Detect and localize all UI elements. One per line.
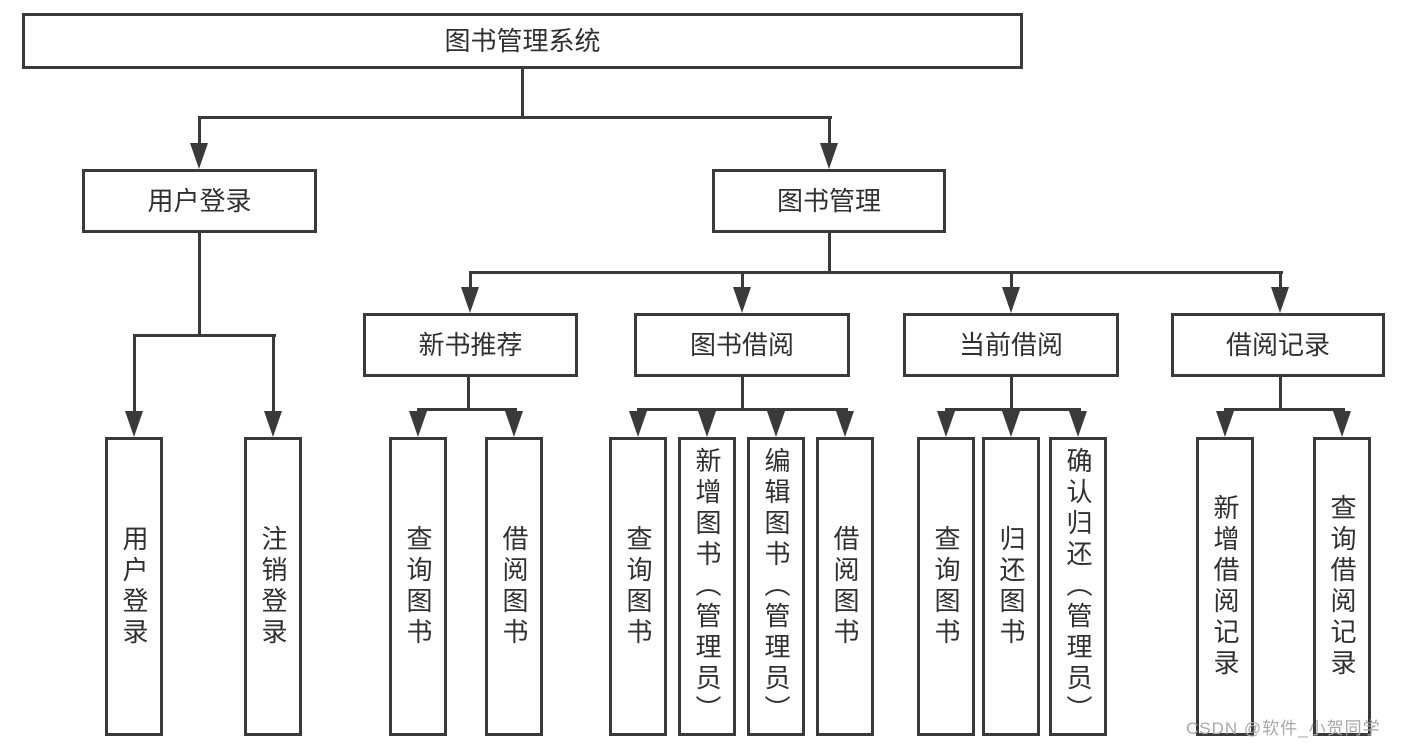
connector-line xyxy=(198,116,832,119)
leaf-label: 新增借阅记录 xyxy=(1210,493,1240,680)
leaf-confirm-return-admin: 确认归还（管理员） xyxy=(1049,437,1107,736)
leaf-label: 借阅图书 xyxy=(499,524,529,649)
leaf-add-borrow-record: 新增借阅记录 xyxy=(1196,437,1254,736)
arrow-down-icon xyxy=(767,411,785,437)
leaf-add-book-admin: 新增图书（管理员） xyxy=(678,437,736,736)
connector-line xyxy=(828,116,831,144)
arrow-down-icon xyxy=(836,411,854,437)
connector-line xyxy=(467,377,470,410)
leaf-label: 确认归还（管理员） xyxy=(1063,447,1093,726)
arrow-down-icon xyxy=(698,411,716,437)
leaf-logout: 注销登录 xyxy=(244,437,302,736)
leaf-query-borrow-record: 查询借阅记录 xyxy=(1313,437,1371,736)
leaf-label: 查询借阅记录 xyxy=(1327,493,1357,680)
arrow-down-icon xyxy=(1333,411,1351,437)
connector-line xyxy=(521,68,524,117)
leaf-label: 借阅图书 xyxy=(830,524,860,649)
leaf-return-book: 归还图书 xyxy=(982,437,1040,736)
node-label: 当前借阅 xyxy=(958,330,1063,360)
leaf-borrow-books-recommend: 借阅图书 xyxy=(485,437,543,736)
node-user-login: 用户登录 xyxy=(82,169,317,233)
node-book-borrow: 图书借阅 xyxy=(634,313,850,377)
leaf-query-books-recommend: 查询图书 xyxy=(389,437,447,736)
node-borrow-records: 借阅记录 xyxy=(1171,313,1385,377)
arrow-down-icon xyxy=(1002,411,1020,437)
leaf-query-books-current: 查询图书 xyxy=(917,437,975,736)
node-label: 图书管理 xyxy=(776,186,881,216)
arrow-down-icon xyxy=(264,411,282,437)
connector-line xyxy=(1279,377,1282,410)
node-label: 图书借阅 xyxy=(689,330,794,360)
connector-line xyxy=(1224,408,1345,411)
arrow-down-icon xyxy=(1069,411,1087,437)
connector-line xyxy=(945,408,1081,411)
arrow-down-icon xyxy=(409,411,427,437)
connector-line xyxy=(133,334,136,412)
node-label: 借阅记录 xyxy=(1225,330,1330,360)
node-current-borrow: 当前借阅 xyxy=(903,313,1119,377)
connector-line xyxy=(198,233,201,336)
leaf-label: 新增图书（管理员） xyxy=(692,447,722,726)
arrow-down-icon xyxy=(820,143,838,169)
leaf-edit-book-admin: 编辑图书（管理员） xyxy=(747,437,805,736)
connector-line xyxy=(272,334,275,412)
arrow-down-icon xyxy=(1216,411,1234,437)
node-new-book-recommend: 新书推荐 xyxy=(363,313,578,377)
node-root-library-system: 图书管理系统 xyxy=(22,13,1023,69)
connector-line xyxy=(417,408,517,411)
arrow-down-icon xyxy=(461,287,479,313)
arrow-down-icon xyxy=(629,411,647,437)
connector-line xyxy=(741,271,744,289)
leaf-label: 用户登录 xyxy=(119,524,149,649)
arrow-down-icon xyxy=(937,411,955,437)
csdn-watermark: CSDN @软件_小贺同学 xyxy=(1186,719,1381,738)
arrow-down-icon xyxy=(190,143,208,169)
leaf-user-login: 用户登录 xyxy=(105,437,163,736)
connector-line xyxy=(1010,271,1013,289)
leaf-borrow-books: 借阅图书 xyxy=(816,437,874,736)
arrow-down-icon xyxy=(505,411,523,437)
leaf-label: 归还图书 xyxy=(996,524,1026,649)
arrow-down-icon xyxy=(733,287,751,313)
connector-line xyxy=(198,116,201,144)
node-label: 用户登录 xyxy=(147,186,252,216)
leaf-label: 查询图书 xyxy=(623,524,653,649)
node-label: 新书推荐 xyxy=(418,330,523,360)
connector-line xyxy=(741,377,744,410)
arrow-down-icon xyxy=(125,411,143,437)
leaf-query-books-borrow: 查询图书 xyxy=(609,437,667,736)
leaf-label: 注销登录 xyxy=(258,524,288,649)
connector-line xyxy=(469,271,1283,274)
connector-line xyxy=(469,271,472,289)
leaf-label: 编辑图书（管理员） xyxy=(761,447,791,726)
connector-line xyxy=(1279,271,1282,289)
arrow-down-icon xyxy=(1271,287,1289,313)
connector-line xyxy=(1010,377,1013,410)
arrow-down-icon xyxy=(1002,287,1020,313)
connector-line xyxy=(828,233,831,274)
node-book-management: 图书管理 xyxy=(712,169,946,233)
node-label: 图书管理系统 xyxy=(444,26,601,56)
leaf-label: 查询图书 xyxy=(403,524,433,649)
connector-line xyxy=(637,408,848,411)
leaf-label: 查询图书 xyxy=(931,524,961,649)
connector-line xyxy=(133,334,276,337)
